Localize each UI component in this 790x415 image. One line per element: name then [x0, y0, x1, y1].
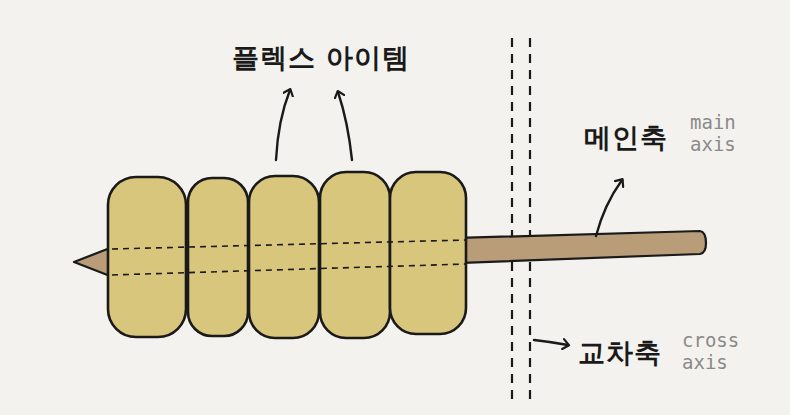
leader-arrow [276, 90, 290, 160]
main-axis-label: 메인축 [584, 120, 668, 156]
hidden-stick-edge [112, 264, 466, 275]
cross-axis-line [511, 38, 513, 402]
hidden-stick-edge [112, 240, 466, 249]
leader-arrow [596, 180, 622, 236]
cross-axis-english: cross axis [682, 330, 739, 374]
flex-items [108, 172, 466, 338]
leader-arrow [338, 92, 352, 160]
cross-axis-label: 교차축 [578, 335, 662, 371]
cross-axis-line [529, 38, 531, 402]
main-axis-english: main axis [690, 112, 747, 156]
leader-arrow [534, 340, 568, 345]
flex-item-label: 플렉스 아이템 [232, 40, 410, 76]
